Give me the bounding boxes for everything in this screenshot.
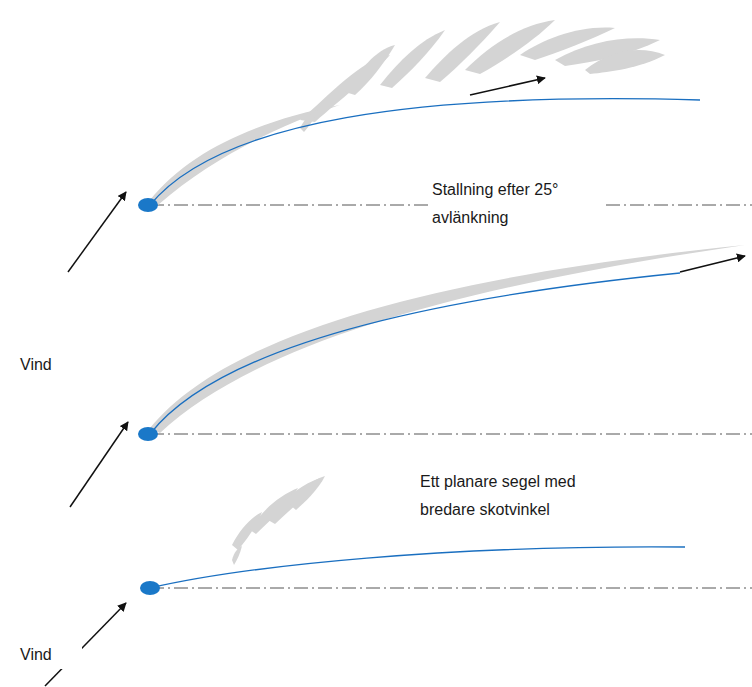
state-note: Ett planare segel med bredare skotvinkel — [418, 468, 637, 524]
state-note: Stallning efter 25° avlänkning — [430, 176, 604, 232]
wind-label: Vind — [18, 351, 82, 379]
wind-label: Vind — [18, 641, 82, 669]
